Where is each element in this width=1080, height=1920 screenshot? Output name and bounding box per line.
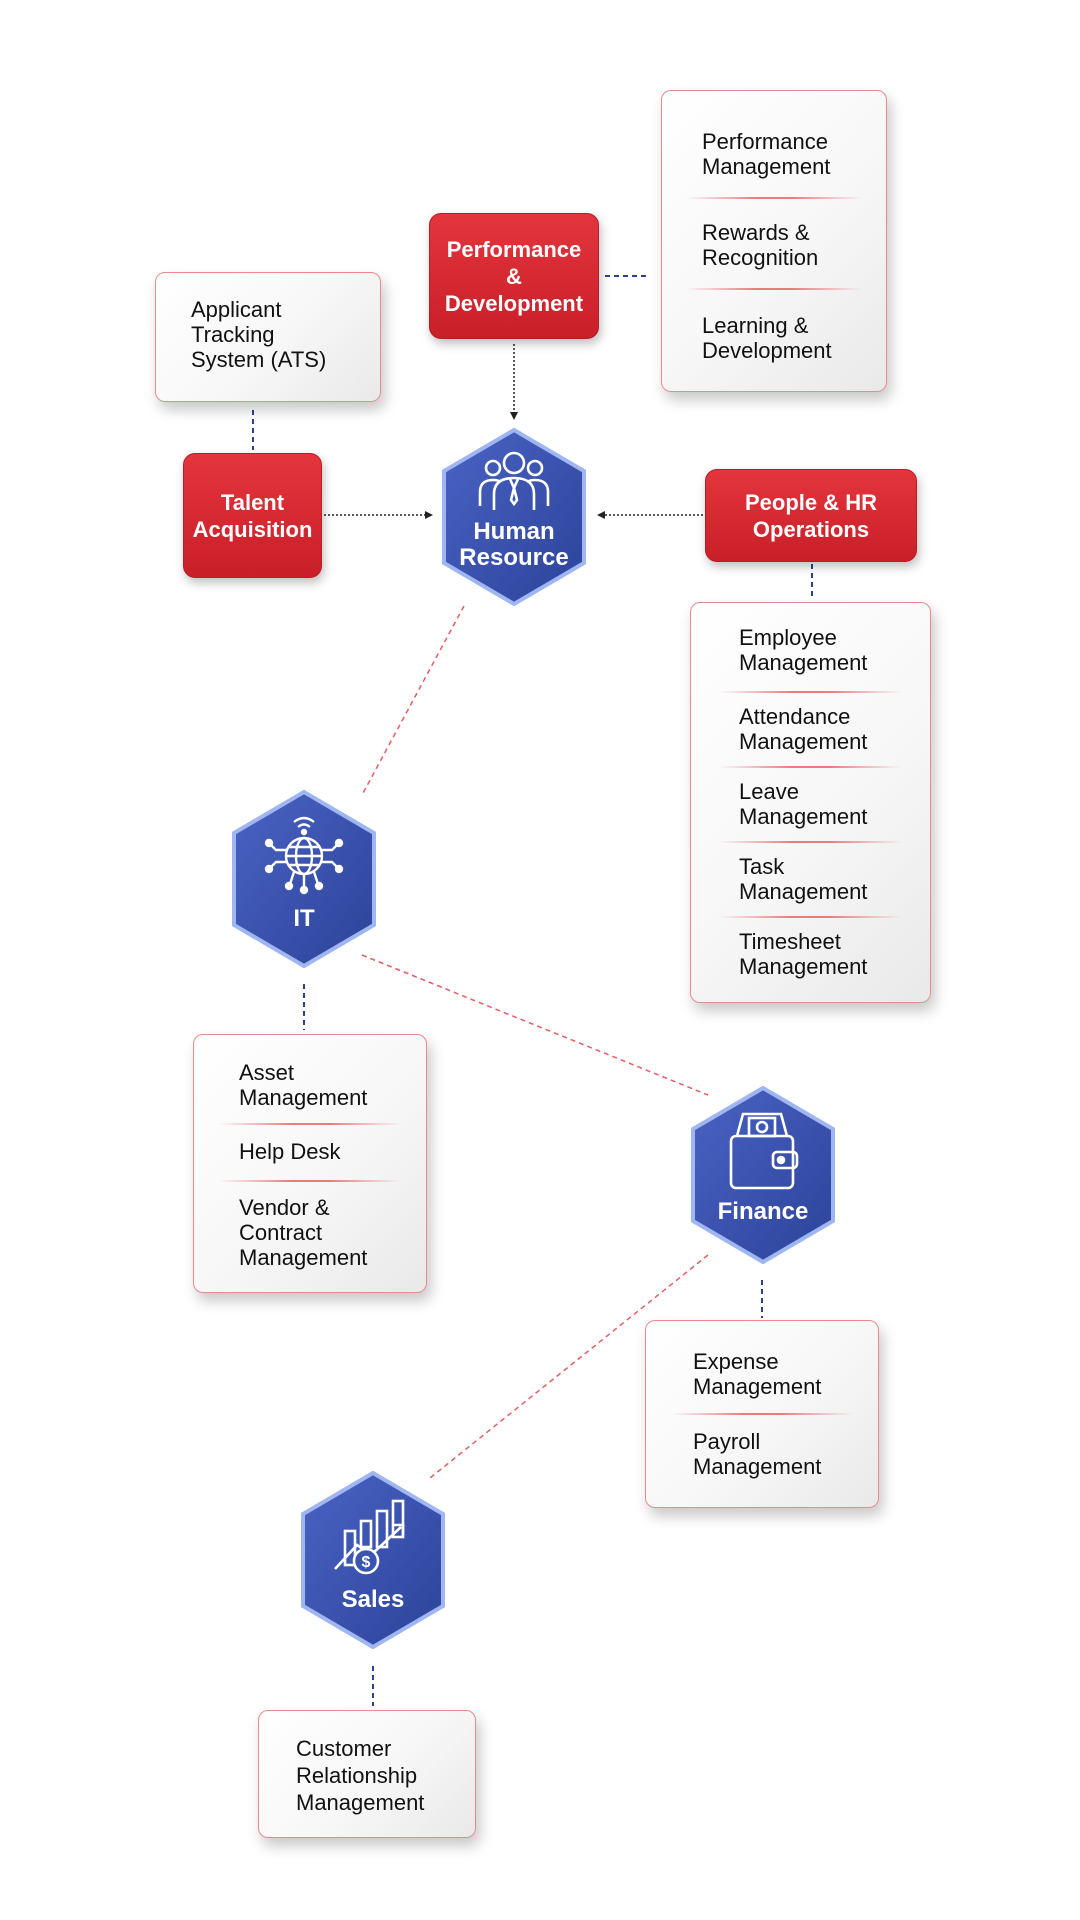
list-item: Asset Management xyxy=(239,1060,368,1110)
wallet-icon xyxy=(729,1112,799,1190)
people-ops-list-box: Employee Management Attendance Managemen… xyxy=(690,602,931,1003)
hub-it[interactable]: IT xyxy=(224,786,384,972)
hr-it-link xyxy=(361,605,465,796)
hub-label: IT xyxy=(293,905,315,932)
category-people-hr-operations[interactable]: People & HR Operations xyxy=(705,469,917,562)
category-performance-development[interactable]: Performance & Development xyxy=(429,213,599,339)
it-list-box: Asset Management Help Desk Vendor & Cont… xyxy=(193,1034,427,1293)
sales-growth-icon: $ xyxy=(334,1499,405,1575)
list-item: Payroll Management xyxy=(693,1429,822,1479)
finance-list-box: Expense Management Payroll Management xyxy=(645,1320,879,1508)
hub-sales[interactable]: $ Sales xyxy=(293,1467,453,1653)
item-divider xyxy=(719,691,902,693)
sales-list-box: Customer Relationship Management xyxy=(258,1710,476,1838)
item-divider xyxy=(719,916,902,918)
list-item: Help Desk xyxy=(239,1139,341,1164)
performance-list-box: Performance Management Rewards & Recogni… xyxy=(661,90,887,392)
item-divider xyxy=(686,197,862,199)
item-divider xyxy=(719,766,902,768)
list-item: Vendor & Contract Management xyxy=(239,1195,368,1270)
item-divider xyxy=(219,1180,401,1182)
list-item: Timesheet Management xyxy=(739,929,868,979)
list-item: Employee Management xyxy=(739,625,868,675)
list-item: Attendance Management xyxy=(739,704,868,754)
hub-finance[interactable]: Finance xyxy=(683,1082,843,1268)
hub-human-resource[interactable]: Human Resource xyxy=(434,424,594,610)
hexagon-shape xyxy=(691,1085,835,1265)
list-item: Learning & Development xyxy=(702,313,832,363)
globe-network-icon xyxy=(264,816,344,895)
svg-text:$: $ xyxy=(362,1554,371,1571)
category-talent-acquisition[interactable]: Talent Acquisition xyxy=(183,453,322,578)
hub-label: Sales xyxy=(341,1586,405,1613)
team-icon xyxy=(478,451,550,510)
item-divider xyxy=(686,288,862,290)
list-item: Task Management xyxy=(739,854,868,904)
item-divider xyxy=(671,1413,853,1415)
hub-label: Finance xyxy=(717,1198,809,1225)
list-item: Performance Management xyxy=(702,129,831,179)
hub-label: Human Resource xyxy=(459,518,569,571)
list-item: Customer Relationship Management xyxy=(296,1736,425,1815)
list-item: Applicant Tracking System (ATS) xyxy=(191,297,327,372)
list-item: Expense Management xyxy=(693,1349,822,1399)
hexagon-shape xyxy=(442,427,586,607)
list-item: Rewards & Recognition xyxy=(702,220,819,270)
item-divider xyxy=(219,1123,401,1125)
list-item: Leave Management xyxy=(739,779,868,829)
item-divider xyxy=(719,841,902,843)
ats-box: Applicant Tracking System (ATS) xyxy=(155,272,381,402)
